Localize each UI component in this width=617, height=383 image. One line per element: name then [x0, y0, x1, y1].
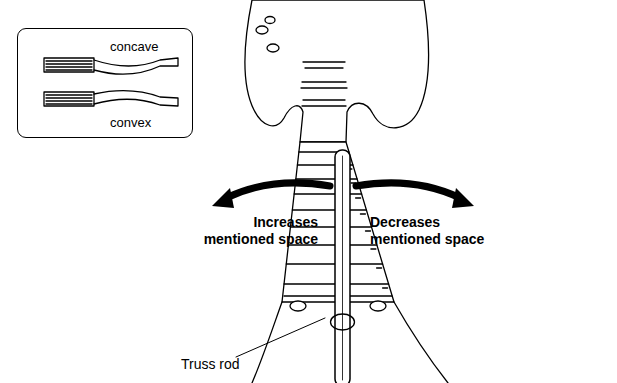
knob	[267, 44, 279, 52]
rotate-arrow-right	[356, 183, 460, 198]
profile-label: concave	[110, 39, 158, 54]
tuner-post	[370, 301, 386, 311]
truss-rod-wrench	[335, 150, 350, 383]
knob	[265, 17, 275, 24]
arrowhead	[212, 188, 234, 208]
neck-profile-concave	[44, 58, 178, 74]
fret-mark	[371, 248, 376, 249]
fret-mark	[356, 197, 361, 198]
leader-line	[236, 318, 325, 357]
wrench-edge	[342, 156, 343, 380]
fret-mark	[383, 287, 388, 288]
fret-mark	[360, 213, 365, 214]
fret-mark	[366, 230, 371, 231]
fret-mark	[377, 267, 382, 268]
part-label: Truss rod	[181, 356, 240, 373]
inset-box: concave convex	[17, 28, 193, 138]
neck-profile-convex	[44, 91, 178, 106]
arrowhead	[452, 188, 474, 208]
guitar-body	[245, 0, 429, 142]
fret	[294, 193, 361, 194]
tuner-post	[290, 301, 306, 311]
rotate-arrow-left	[226, 183, 330, 198]
direction-label: Decreases mentioned space	[370, 214, 502, 248]
bridge-pickups	[301, 62, 347, 106]
direction-label: Increases mentioned space	[186, 214, 318, 248]
profile-label: convex	[110, 115, 151, 130]
fret	[292, 209, 366, 210]
truss-rod-access	[331, 314, 355, 330]
knob	[256, 26, 268, 34]
